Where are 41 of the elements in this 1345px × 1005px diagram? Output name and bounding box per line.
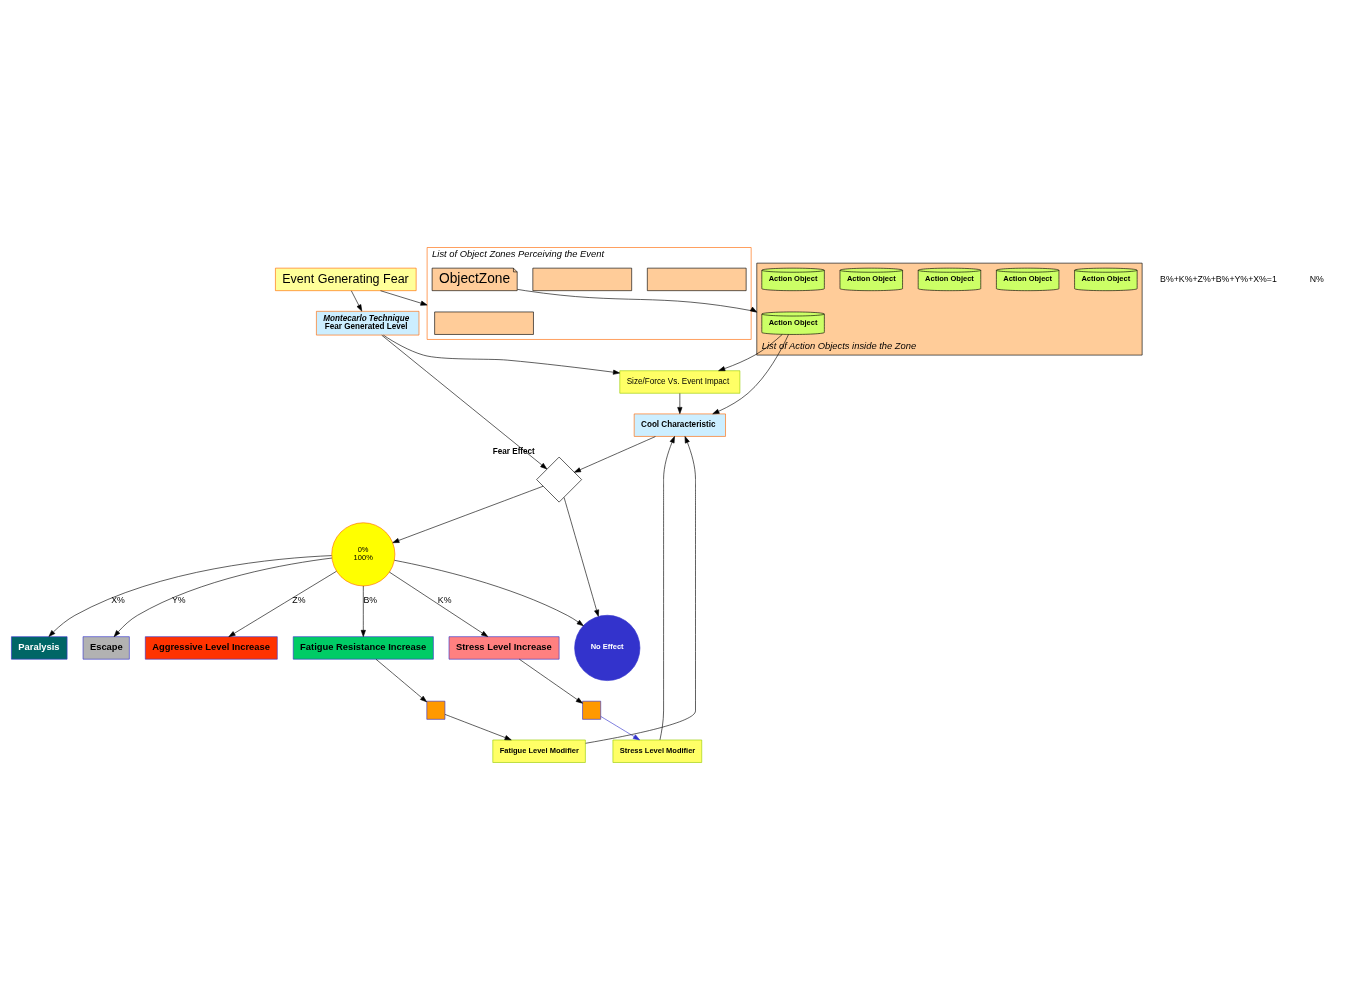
label: B%+K%+Z%+B%+Y%+X%=1: [1160, 273, 1277, 284]
edge-label: Z%: [292, 594, 306, 605]
node-box: [647, 267, 747, 291]
arrow: [563, 497, 600, 617]
node-box: Stress Level Increase: [448, 636, 560, 660]
edge-label: X%: [111, 594, 125, 605]
arrow: [380, 290, 428, 306]
arrow: [600, 716, 640, 741]
edge-label: K%: [437, 594, 452, 605]
node-box: [532, 267, 632, 291]
node-box: [582, 700, 602, 720]
arrow: [228, 570, 337, 637]
node-box: Aggressive Level Increase: [145, 636, 278, 660]
node-box: [434, 311, 534, 335]
arrow: [585, 436, 696, 744]
node-box: Fatigue Resistance Increase: [292, 636, 434, 660]
label: N%: [1309, 273, 1324, 284]
arrow: [574, 436, 656, 473]
node-box: Event Generating Fear: [275, 267, 417, 291]
edge-label: B%: [363, 594, 377, 605]
arrow: [389, 571, 489, 637]
arrow: [519, 658, 583, 704]
arrow: [392, 485, 544, 543]
arrow: [718, 334, 783, 371]
arrow: [360, 585, 366, 637]
edge-label: Y%: [171, 594, 186, 605]
arrow: [48, 555, 332, 637]
arrow: [113, 557, 333, 637]
arrow: [381, 334, 548, 470]
node-box: [426, 700, 446, 720]
arrow: [375, 658, 427, 703]
arrow: [659, 436, 675, 741]
node-box: Paralysis: [11, 636, 68, 660]
arrow: [444, 714, 512, 741]
arrow: [677, 393, 683, 414]
arrow: [394, 560, 584, 627]
arrow: [383, 334, 620, 375]
node-box: Escape: [82, 636, 130, 660]
arrow: [712, 334, 789, 415]
arrow: [517, 289, 758, 313]
arrow: [351, 290, 363, 312]
